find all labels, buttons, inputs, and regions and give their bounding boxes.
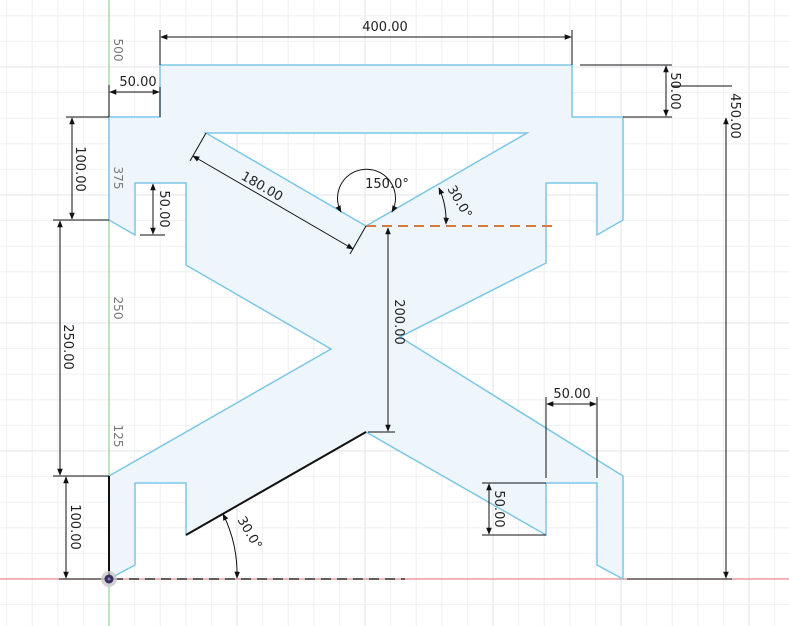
ruler-label-125: 125: [111, 425, 125, 448]
dimension-total-height-label[interactable]: 450.00: [727, 93, 742, 139]
dimension-apex-angle[interactable]: [335, 168, 398, 213]
ruler-label-500: 500: [111, 39, 125, 62]
dimension-slant-angle-bottom[interactable]: [222, 513, 240, 579]
dimension-slant-angle-bottom-label[interactable]: 30.0°: [234, 514, 265, 552]
dimension-top-width-label[interactable]: 400.00: [362, 20, 408, 35]
dimension-bottom-left-height-label[interactable]: 100.00: [67, 504, 82, 550]
dimension-left-step-label[interactable]: 50.00: [119, 75, 156, 90]
ruler-label-375: 375: [111, 167, 125, 190]
ruler-label-250: 250: [111, 297, 125, 320]
dimension-inner-notch-height-label[interactable]: 50.00: [156, 190, 171, 227]
dimension-right-step-height-label[interactable]: 50.00: [667, 72, 682, 109]
dimension-bottom-right-notch-height-label[interactable]: 50.00: [491, 490, 506, 527]
dimension-upper-left-height-label[interactable]: 100.00: [72, 146, 87, 192]
dimension-apex-angle-label[interactable]: 150.0°: [365, 177, 409, 192]
dimension-bottom-right-notch-width-label[interactable]: 50.00: [553, 387, 590, 402]
dimension-slant-length[interactable]: [192, 155, 354, 250]
dimension-center-height-label[interactable]: 200.00: [391, 299, 406, 345]
origin-point-icon[interactable]: [101, 571, 117, 587]
dimension-slant-angle-top[interactable]: [438, 187, 450, 225]
dimension-middle-left-height-label[interactable]: 250.00: [60, 324, 75, 370]
constrained-bottom-slant[interactable]: [185, 431, 367, 536]
